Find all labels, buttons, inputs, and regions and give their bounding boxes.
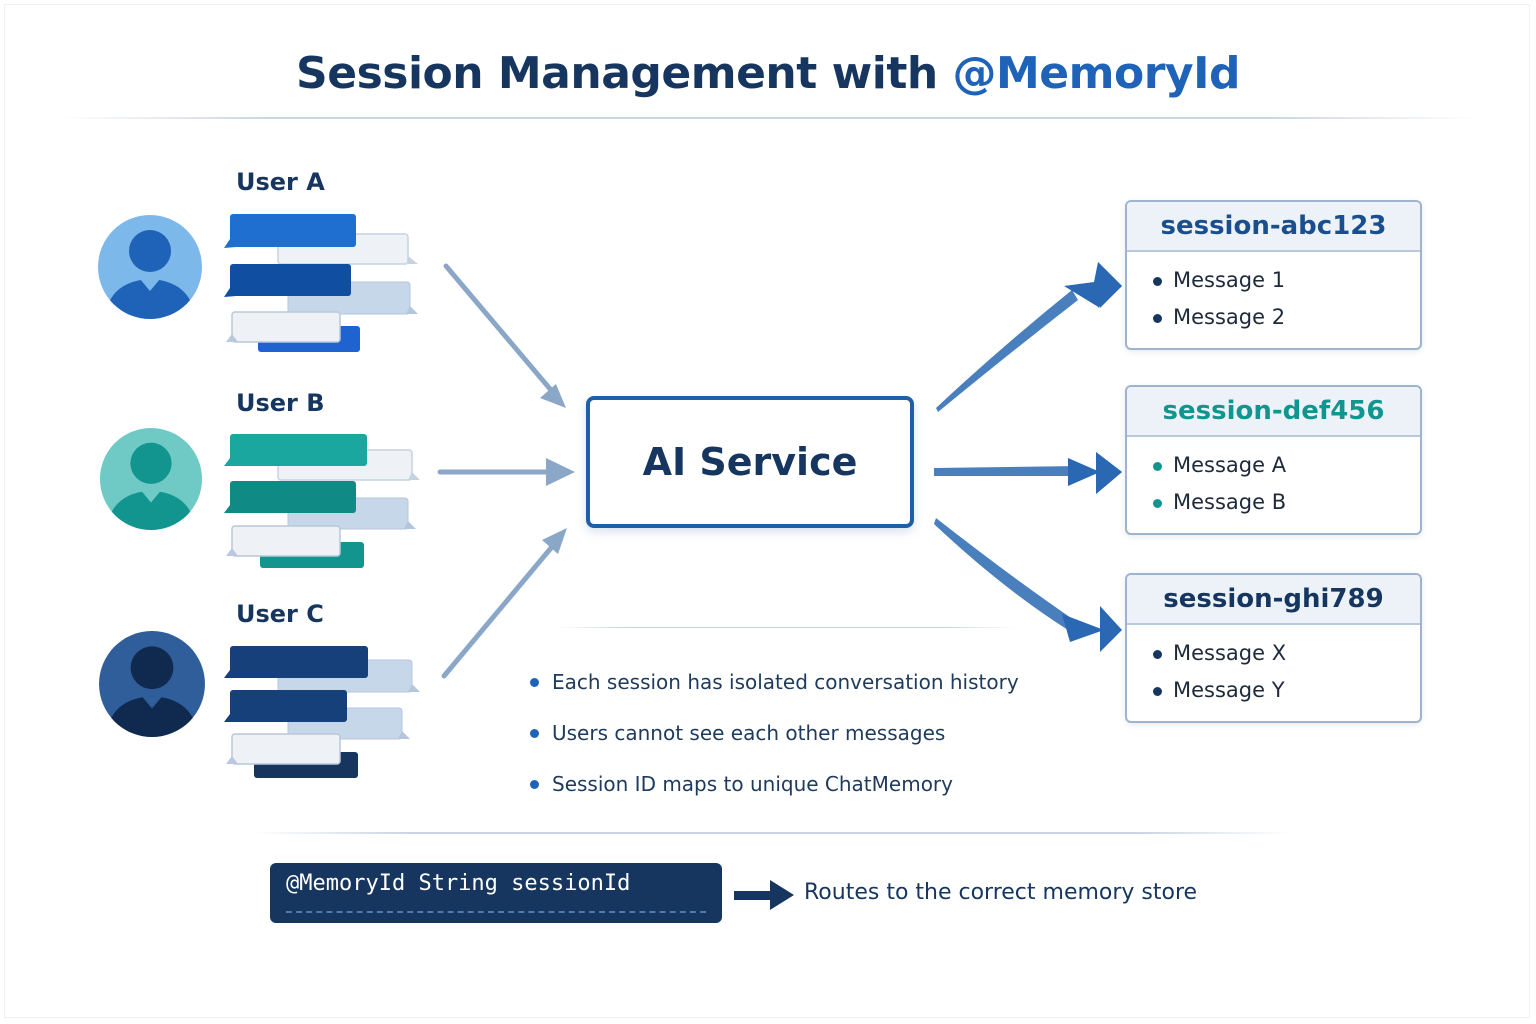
session-message: Message X <box>1153 635 1420 672</box>
bullet-icon <box>1153 314 1162 323</box>
session-messages: Message X Message Y <box>1127 625 1420 709</box>
notes-list: Each session has isolated conversation h… <box>530 664 1019 817</box>
code-text: @MemoryId String sessionId <box>286 871 631 896</box>
session-message: Message A <box>1153 447 1420 484</box>
title-main: Session Management with <box>296 48 953 99</box>
ai-service-label: AI Service <box>642 440 858 484</box>
page-title: Session Management with @MemoryId <box>0 48 1536 99</box>
session-id: session-abc123 <box>1127 202 1420 252</box>
bullet-icon <box>1153 687 1162 696</box>
session-message: Message 1 <box>1153 262 1420 299</box>
note-item: Each session has isolated conversation h… <box>530 664 1019 715</box>
session-card-ghi789: session-ghi789 Message X Message Y <box>1125 573 1422 723</box>
session-message: Message 2 <box>1153 299 1420 336</box>
user-a-label: User A <box>236 168 325 196</box>
user-a-chat-bubbles-icon <box>224 214 418 352</box>
bullet-icon <box>530 729 539 738</box>
session-message: Message Y <box>1153 672 1420 709</box>
arrow-user-b-to-service <box>437 458 575 486</box>
ai-service-box: AI Service <box>586 396 914 528</box>
routes-text: Routes to the correct memory store <box>804 880 1198 905</box>
arrow-service-to-session-def456 <box>934 452 1122 494</box>
title-accent: @MemoryId <box>952 48 1241 99</box>
user-a-avatar-icon <box>98 215 202 319</box>
bullet-icon <box>1153 499 1162 508</box>
bullet-icon <box>530 780 539 789</box>
code-snippet: @MemoryId String sessionId <box>270 863 722 923</box>
session-messages: Message A Message B <box>1127 437 1420 521</box>
user-c-label: User C <box>236 600 324 628</box>
notes-divider <box>556 627 1016 628</box>
session-card-abc123: session-abc123 Message 1 Message 2 <box>1125 200 1422 350</box>
title-divider <box>58 117 1478 119</box>
session-id: session-def456 <box>1127 387 1420 437</box>
arrow-service-to-session-ghi789 <box>934 518 1122 652</box>
user-c-avatar-icon <box>99 631 205 737</box>
bullet-icon <box>530 678 539 687</box>
bullet-icon <box>1153 277 1162 286</box>
session-card-def456: session-def456 Message A Message B <box>1125 385 1422 535</box>
arrow-service-to-session-abc123 <box>936 262 1122 412</box>
session-messages: Message 1 Message 2 <box>1127 252 1420 336</box>
arrow-code-to-routes <box>734 880 794 910</box>
user-c-chat-bubbles-icon <box>224 646 420 778</box>
user-b-label: User B <box>236 389 325 417</box>
arrow-user-a-to-service <box>443 263 566 408</box>
footer-divider <box>252 832 1292 834</box>
session-id: session-ghi789 <box>1127 575 1420 625</box>
code-underline <box>286 911 706 913</box>
user-b-chat-bubbles-icon <box>224 434 420 568</box>
arrow-user-c-to-service <box>441 528 567 679</box>
bullet-icon <box>1153 650 1162 659</box>
note-item: Session ID maps to unique ChatMemory <box>530 766 1019 817</box>
note-item: Users cannot see each other messages <box>530 715 1019 766</box>
user-b-avatar-icon <box>99 427 203 531</box>
session-message: Message B <box>1153 484 1420 521</box>
bullet-icon <box>1153 462 1162 471</box>
